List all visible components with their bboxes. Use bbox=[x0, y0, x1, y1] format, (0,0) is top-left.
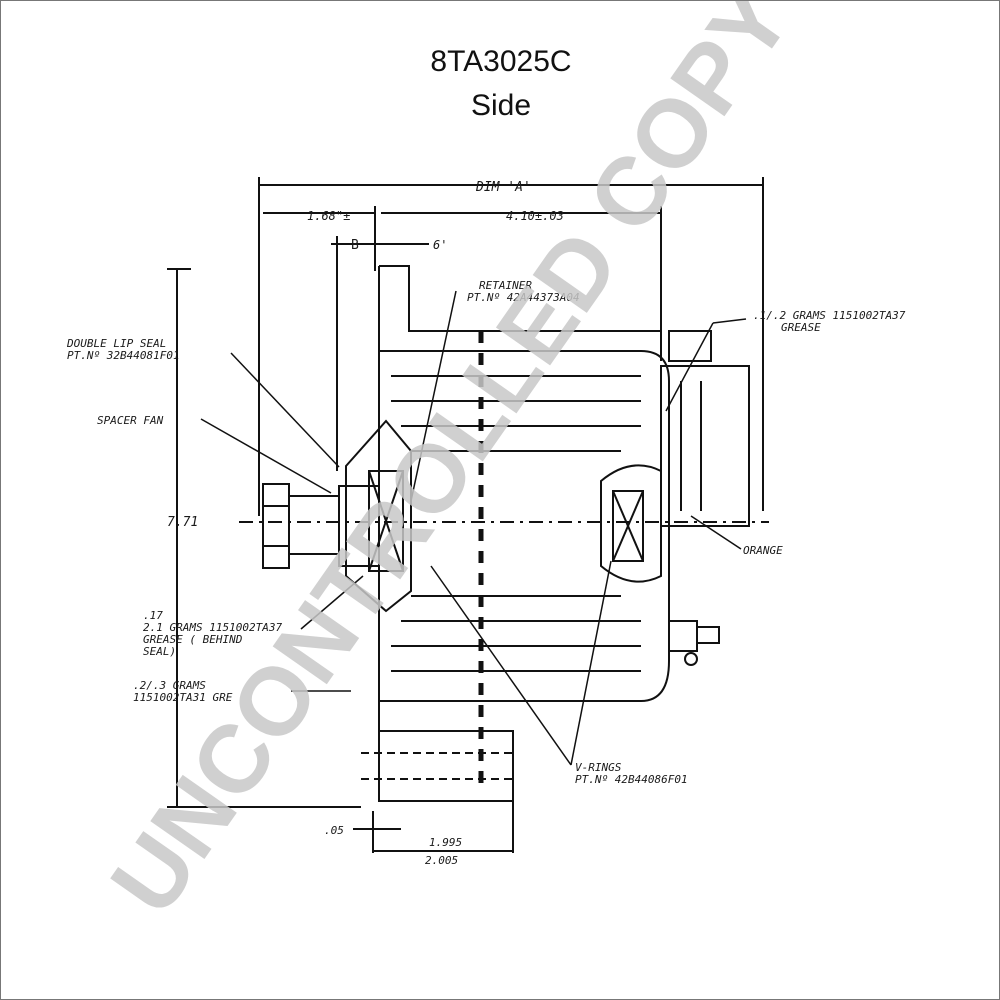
terminal-stud bbox=[668, 620, 698, 652]
grease-left-note: SEAL) bbox=[143, 645, 176, 658]
part-number-title: 8TA3025C bbox=[430, 45, 572, 78]
grease-left-sub-label: GREASE ( BEHIND bbox=[143, 633, 243, 646]
shaft-nut bbox=[262, 483, 290, 569]
dim-right-label: 4.10±.03 bbox=[506, 209, 564, 223]
rear-bearing bbox=[600, 464, 662, 583]
drawing-lines bbox=[167, 177, 769, 853]
seal-label: DOUBLE LIP SEAL bbox=[66, 337, 166, 350]
dim-left-label: 1.68"± bbox=[307, 209, 350, 223]
dim-bottom-lower-label: 2.005 bbox=[425, 854, 458, 867]
dim-six-label: 6' bbox=[433, 238, 447, 252]
spacer-label: SPACER FAN bbox=[97, 414, 164, 427]
grease-right-label: .1/.2 GRAMS 1151002TA37 bbox=[753, 309, 906, 322]
dimension-labels: DIM 'A' 1.68"± 4.10±.03 B 6' 7.71 .05 1.… bbox=[167, 180, 564, 867]
seal-part-label: PT.Nº 32B44081F01 bbox=[67, 349, 180, 362]
regulator-box bbox=[660, 365, 750, 527]
watermark: UNCONTROLLED COPY bbox=[91, 1, 812, 933]
vring-label: V-RINGS bbox=[575, 761, 622, 774]
grease-right-sub-label: GREASE bbox=[781, 321, 821, 334]
orange-label: ORANGE bbox=[743, 544, 783, 557]
dim-b-label: B bbox=[351, 238, 359, 253]
grams-left-sub-label: 1151002TA31 GRE bbox=[133, 691, 233, 704]
grease-left-value: .17 bbox=[143, 609, 163, 622]
callout-labels: RETAINER PT.Nº 42A44373A04 DOUBLE LIP SE… bbox=[66, 279, 906, 786]
grams-left-label: .2/.3 GRAMS bbox=[133, 679, 206, 692]
view-subtitle: Side bbox=[470, 89, 532, 122]
retainer-part-label: PT.Nº 42A44373A04 bbox=[467, 291, 580, 304]
dim-bottom-upper-label: 1.995 bbox=[429, 836, 462, 849]
grease-left-label: 2.1 GRAMS 1151002TA37 bbox=[143, 621, 282, 634]
vring-part-label: PT.Nº 42B44086F01 bbox=[575, 773, 688, 786]
dim-a-label: DIM 'A' bbox=[475, 180, 531, 195]
retainer-label: RETAINER bbox=[479, 279, 532, 292]
front-bearing-housing bbox=[345, 419, 412, 613]
dim-bottom-small-label: .05 bbox=[324, 824, 344, 837]
dim-height-label: 7.71 bbox=[167, 515, 198, 530]
